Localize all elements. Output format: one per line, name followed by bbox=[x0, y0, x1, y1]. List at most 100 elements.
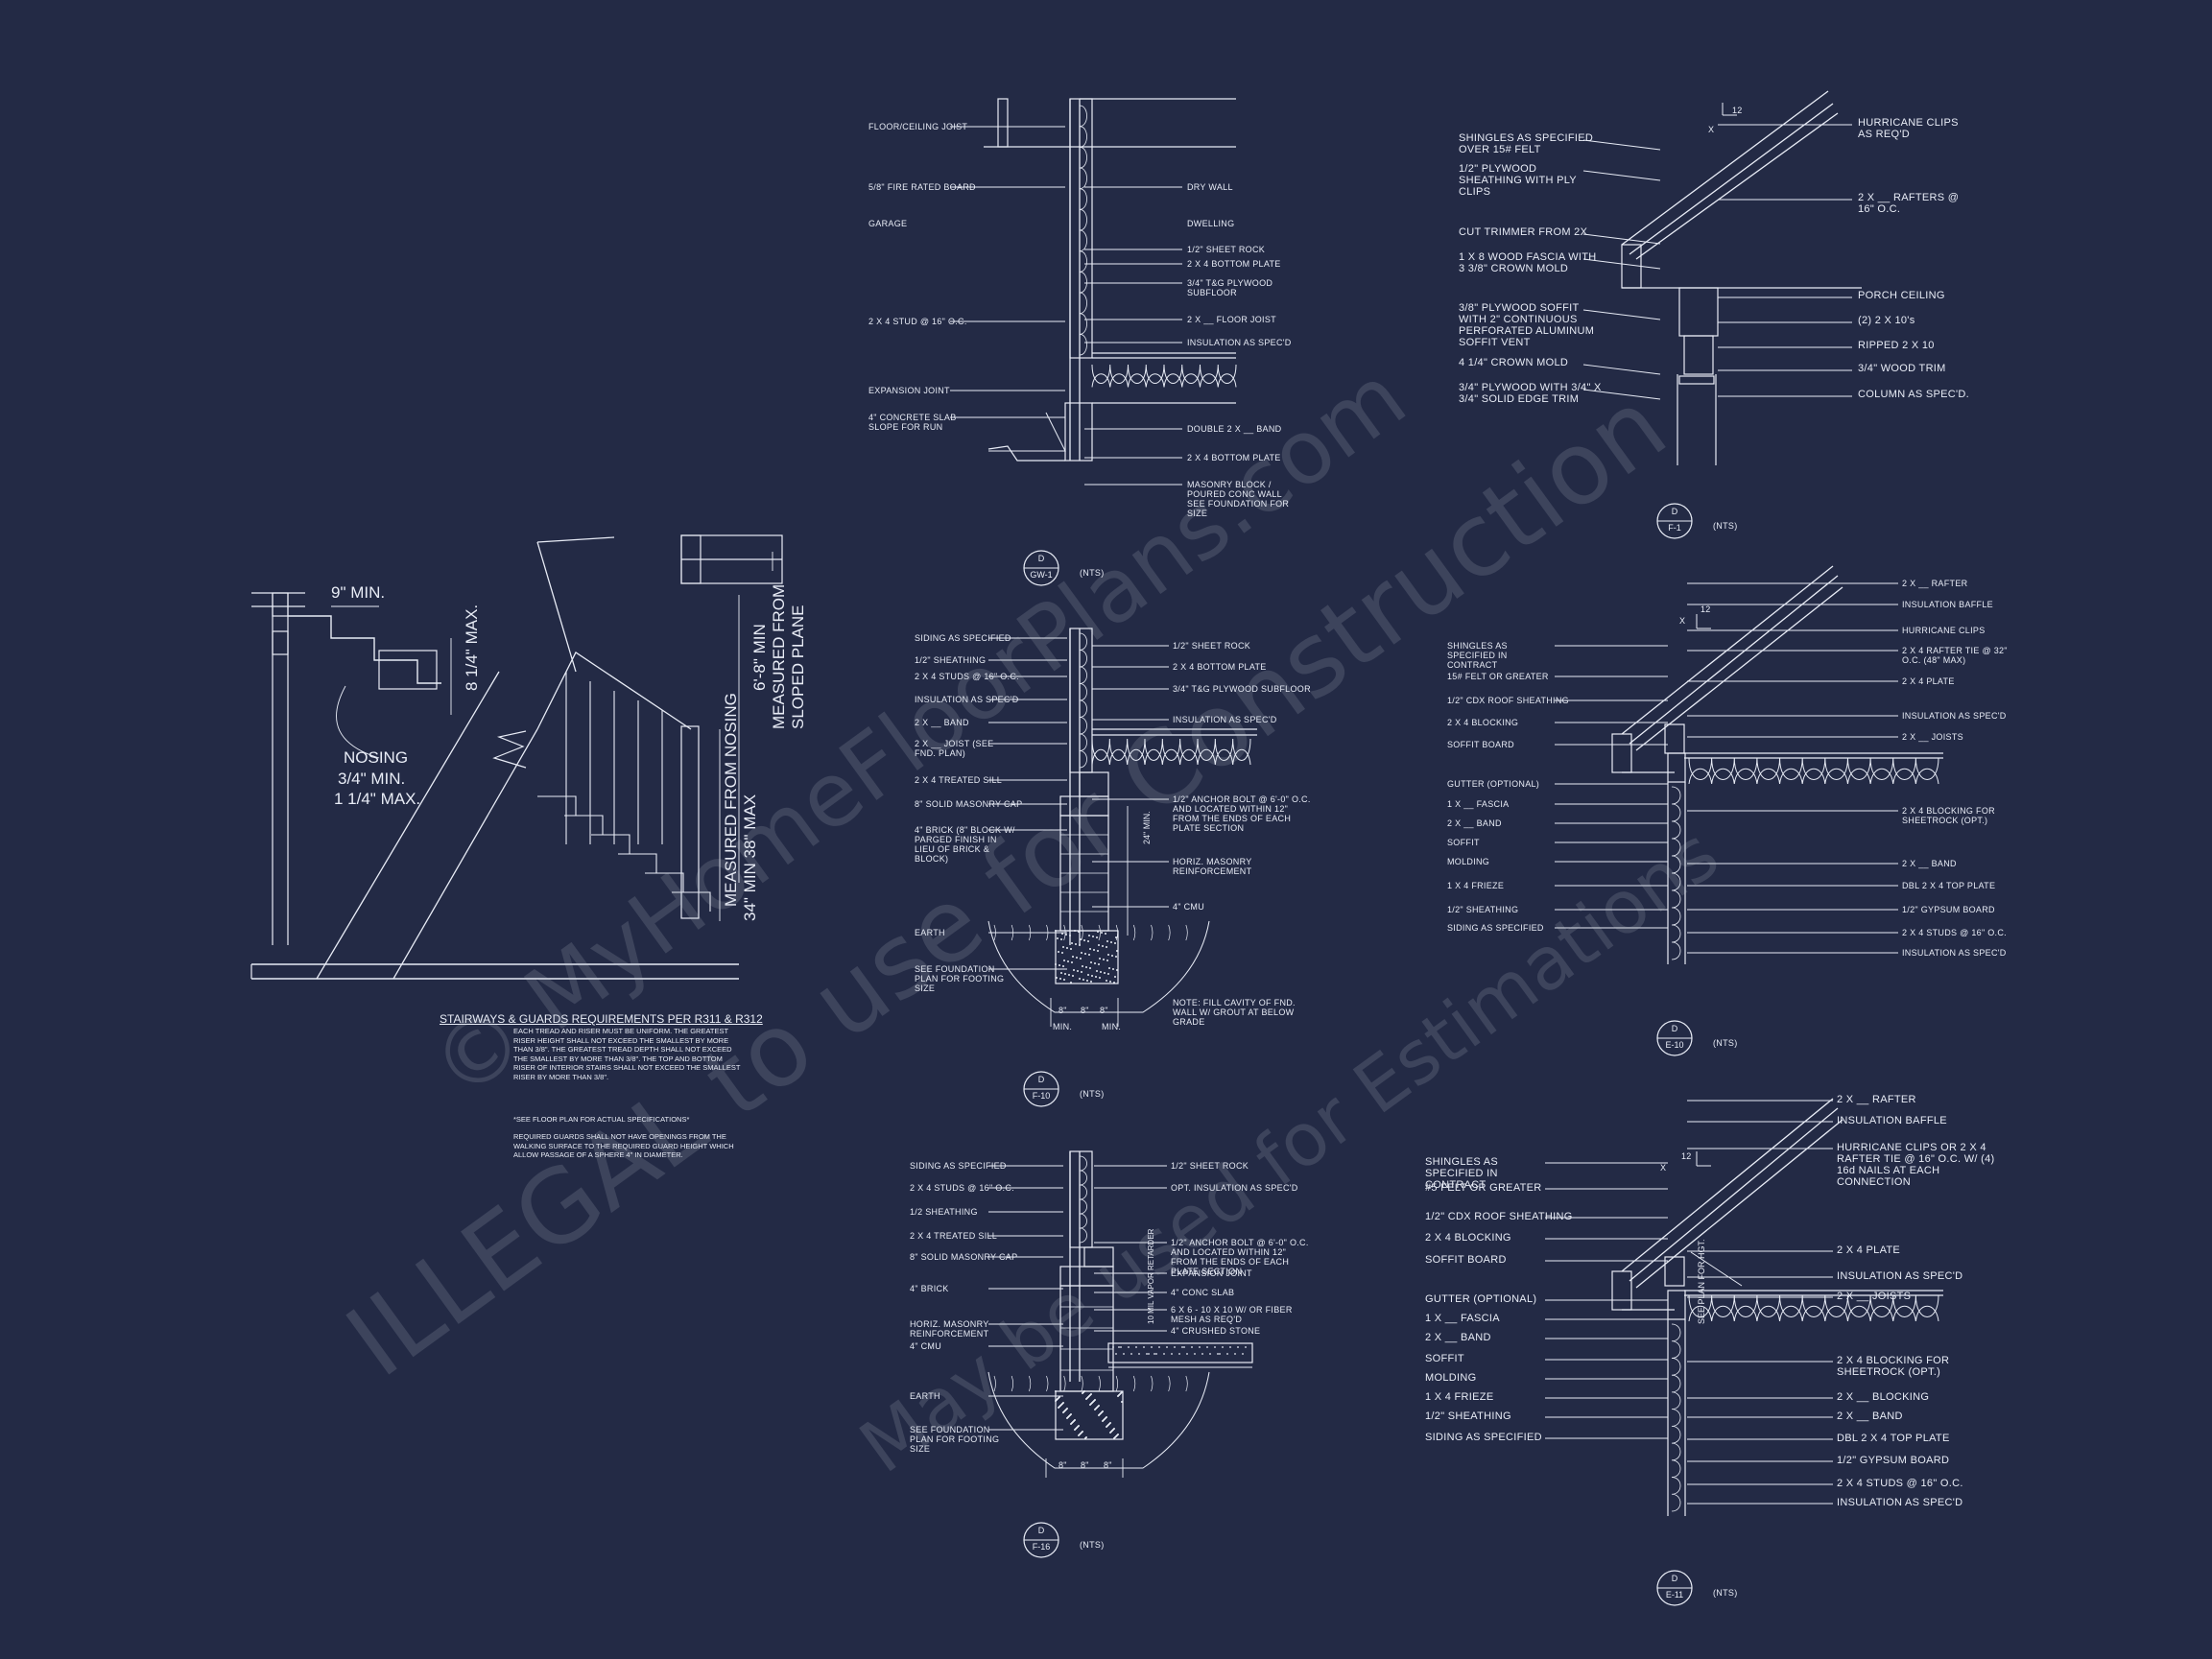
aggregate-dot bbox=[1089, 967, 1091, 969]
aggregate-dot bbox=[1084, 953, 1086, 955]
stringer bbox=[536, 541, 577, 673]
aggregate-dot bbox=[1081, 952, 1082, 954]
gw1-left-label: 2 X 4 STUD @ 16" O.C. bbox=[868, 317, 967, 326]
slab-aggregate bbox=[1112, 1346, 1114, 1348]
aggregate-dot bbox=[1113, 1437, 1115, 1439]
slab-aggregate bbox=[1234, 1353, 1236, 1355]
e10-right-label: DBL 2 X 4 TOP PLATE bbox=[1902, 881, 1996, 890]
aggregate-dot bbox=[1089, 948, 1091, 950]
aggregate-dot bbox=[1098, 1414, 1100, 1416]
gw1-right-label: MASONRY BLOCK / POURED CONC WALL SEE FOU… bbox=[1187, 480, 1290, 518]
f1-left-label: SHINGLES AS SPECIFIED OVER 15# FELT bbox=[1459, 132, 1594, 155]
aggregate-dot bbox=[1097, 950, 1099, 952]
e10-left-label: 15# FELT OR GREATER bbox=[1447, 672, 1549, 681]
gw1-right-label: 2 X 4 BOTTOM PLATE bbox=[1187, 259, 1281, 269]
e10-left-label: 2 X 4 BLOCKING bbox=[1447, 718, 1519, 727]
e11-right-label: 2 X __ BAND bbox=[1837, 1410, 1903, 1422]
aggregate-dot bbox=[1087, 974, 1089, 976]
slab-aggregate bbox=[1154, 1353, 1155, 1355]
f1-left-label: 3/4" PLYWOOD WITH 3/4" X 3/4" SOLID EDGE… bbox=[1459, 382, 1602, 405]
ripped-2x10 bbox=[1683, 335, 1714, 375]
aggregate-dot bbox=[1056, 977, 1058, 979]
f10-left-label: 2 X __ BAND bbox=[915, 718, 969, 727]
aggregate-dot bbox=[1072, 975, 1074, 977]
aggregate-dot bbox=[1106, 940, 1108, 942]
f16-left-label: 4" CMU bbox=[910, 1341, 941, 1351]
earth-hatch bbox=[1011, 1375, 1014, 1392]
stringer bbox=[392, 728, 538, 980]
aggregate-dot bbox=[1055, 930, 1057, 932]
e11-height-note: SEE PLAN FOR HGT. bbox=[1697, 1239, 1706, 1324]
leader-line bbox=[1582, 170, 1661, 181]
e10-right-label: 2 X 4 BLOCKING FOR SHEETROCK (OPT.) bbox=[1902, 806, 1995, 825]
stair-notes-guards: REQUIRED GUARDS SHALL NOT HAVE OPENINGS … bbox=[513, 1132, 734, 1159]
slab-aggregate bbox=[1155, 1353, 1157, 1355]
roof-line bbox=[1629, 103, 1834, 255]
callout-id: E-10 bbox=[1665, 1040, 1684, 1050]
aggregate-dot bbox=[1115, 956, 1117, 958]
aggregate-dot bbox=[1104, 972, 1106, 974]
break-line bbox=[492, 730, 527, 769]
f1-left-label: CUT TRIMMER FROM 2X bbox=[1459, 226, 1588, 238]
callout-letter: D bbox=[1037, 1075, 1045, 1084]
slab-aggregate bbox=[1146, 1353, 1148, 1355]
slab-aggregate bbox=[1135, 1346, 1137, 1348]
f16-right-label: EXPANSION JOINT bbox=[1171, 1268, 1252, 1278]
slab-aggregate bbox=[1120, 1346, 1122, 1348]
e11-right-label: INSULATION BAFFLE bbox=[1837, 1115, 1947, 1126]
e11-left-label: SOFFIT bbox=[1425, 1353, 1464, 1364]
scale-note: (NTS) bbox=[1080, 568, 1105, 578]
e10-right-label: 2 X __ RAFTER bbox=[1902, 579, 1968, 588]
slab-aggregate bbox=[1222, 1346, 1224, 1348]
aggregate-dot bbox=[1116, 950, 1118, 952]
f1-left-label: 1/2" PLYWOOD SHEATHING WITH PLY CLIPS bbox=[1459, 163, 1577, 198]
earth-hatch bbox=[1185, 924, 1188, 941]
blocking bbox=[272, 592, 289, 617]
f16-dim-8b: 8" bbox=[1081, 1460, 1089, 1470]
beam-2x10 bbox=[1678, 287, 1719, 337]
insulation-batt bbox=[1688, 757, 1939, 780]
aggregate-dot bbox=[1105, 933, 1106, 935]
roof-line bbox=[1635, 112, 1839, 260]
slab-slope bbox=[988, 412, 1066, 452]
slab-aggregate bbox=[1130, 1353, 1132, 1355]
aggregate-dot bbox=[1073, 969, 1075, 971]
e10-left-label: 1 X __ FASCIA bbox=[1447, 799, 1510, 809]
f10-right-label: 3/4" T&G PLYWOOD SUBFLOOR bbox=[1173, 684, 1311, 694]
f1-right-label: 3/4" WOOD TRIM bbox=[1858, 363, 1946, 374]
aggregate-dot bbox=[1085, 966, 1087, 968]
slab-aggregate bbox=[1191, 1346, 1193, 1348]
aggregate-dot bbox=[1115, 936, 1117, 938]
aggregate-dot bbox=[1096, 936, 1098, 938]
aggregate-dot bbox=[1100, 971, 1102, 973]
concrete-footing bbox=[1055, 930, 1119, 984]
f10-right-label: NOTE: FILL CAVITY OF FND. WALL W/ GROUT … bbox=[1173, 998, 1296, 1027]
callout-letter: D bbox=[1037, 1526, 1045, 1535]
slab-aggregate bbox=[1148, 1353, 1150, 1355]
aggregate-dot bbox=[1061, 952, 1063, 954]
lower-step bbox=[564, 815, 604, 835]
wall-insulation bbox=[1079, 632, 1087, 769]
stud-cavity bbox=[1069, 1150, 1093, 1248]
f10-left-label: 2 X 4 STUDS @ 16" O.C. bbox=[915, 672, 1019, 681]
f10-left-label: EARTH bbox=[915, 928, 945, 937]
gw1-right-label: 3/4" T&G PLYWOOD SUBFLOOR bbox=[1187, 278, 1273, 297]
f1-right-label: COLUMN AS SPEC'D. bbox=[1858, 389, 1970, 400]
aggregate-dot bbox=[1087, 940, 1089, 942]
aggregate-dot bbox=[1109, 981, 1111, 983]
aggregate-dot bbox=[1057, 937, 1058, 939]
f10-left-label: 2 X 4 TREATED SILL bbox=[915, 775, 1003, 785]
aggregate-dot bbox=[1106, 980, 1107, 982]
aggregate-dot bbox=[1075, 943, 1077, 945]
slab-aggregate bbox=[1209, 1353, 1211, 1355]
aggregate-dot bbox=[1089, 1404, 1091, 1406]
leader-line bbox=[1582, 364, 1661, 375]
earth-hatch bbox=[1151, 1375, 1154, 1392]
e11-right-label: 2 X 4 PLATE bbox=[1837, 1244, 1901, 1256]
e10-left-label: SIDING AS SPECIFIED bbox=[1447, 923, 1544, 933]
slab-aggregate bbox=[1181, 1346, 1183, 1348]
f16-right-label: OPT. INSULATION AS SPEC'D bbox=[1171, 1183, 1298, 1193]
tread-dimension: 9" MIN. bbox=[331, 583, 386, 602]
scale-note: (NTS) bbox=[1080, 1089, 1105, 1099]
